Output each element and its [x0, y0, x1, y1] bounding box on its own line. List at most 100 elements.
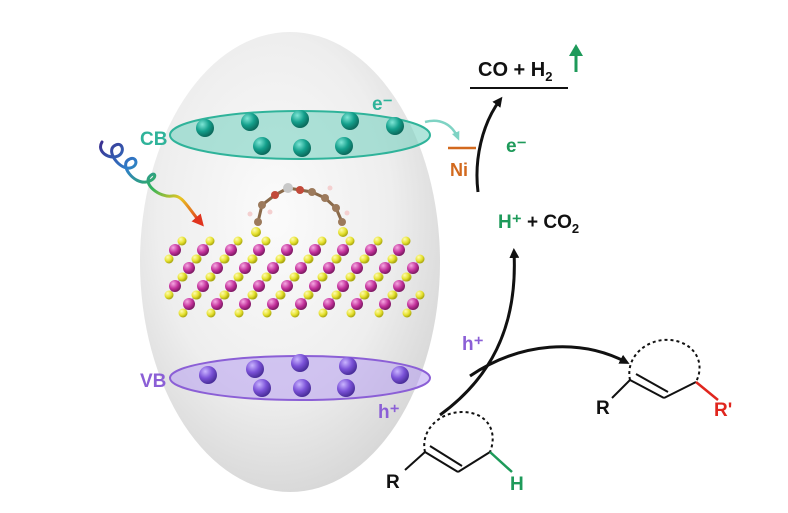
hole: [293, 379, 311, 397]
sulfur-atom: [247, 254, 257, 264]
sulfur-atom: [387, 254, 397, 264]
sulfur-atom: [275, 290, 285, 300]
cb-label: CB: [140, 129, 167, 150]
oxidation-arrow: [469, 345, 630, 378]
svg-text:CO + H2: CO + H2: [478, 59, 552, 84]
metal-atom: [183, 262, 195, 274]
reduction-arrow: [475, 96, 503, 193]
sulfur-atom: [359, 254, 369, 264]
metal-atom: [253, 244, 265, 256]
metal-atom: [281, 280, 293, 292]
sulfur-atom: [345, 272, 355, 282]
surface-molecule: [247, 183, 350, 237]
product-alkene: R R': [596, 338, 732, 421]
hole: [291, 354, 309, 372]
product-r: R: [596, 398, 610, 419]
electron: [293, 139, 311, 157]
metal-atom: [323, 262, 335, 274]
metal-atom: [169, 280, 181, 292]
sulfur-atom: [262, 308, 272, 318]
metal-atom: [323, 298, 335, 310]
sulfur-atom: [387, 290, 397, 300]
sulfur-atom: [317, 272, 327, 282]
metal-atom: [379, 298, 391, 310]
sulfur-atom: [275, 254, 285, 264]
sulfur-atom: [346, 308, 356, 318]
sulfur-atom: [261, 236, 271, 246]
electron: [335, 137, 353, 155]
sulfur-atom: [206, 308, 216, 318]
conduction-band: [169, 110, 431, 160]
sulfur-atom: [415, 290, 425, 300]
sulfur-atom: [318, 308, 328, 318]
sulfur-atom: [178, 308, 188, 318]
metal-atom: [197, 280, 209, 292]
electron: [241, 113, 259, 131]
sulfur-atom: [164, 254, 174, 264]
metal-atom: [267, 262, 279, 274]
sulfur-atom: [401, 272, 411, 282]
sulfur-atom: [373, 236, 383, 246]
sulfur-atom: [233, 236, 243, 246]
sulfur-atom: [219, 254, 229, 264]
vb-label: VB: [140, 371, 166, 392]
metal-atom: [379, 262, 391, 274]
light-wave-icon: [99, 140, 204, 227]
metal-atom: [407, 262, 419, 274]
electron-transfer-arrow: [424, 119, 460, 141]
metal-atom: [309, 244, 321, 256]
metal-atom: [295, 262, 307, 274]
sulfur-atom: [289, 272, 299, 282]
up-arrow-icon: [569, 44, 583, 72]
metal-atom: [337, 244, 349, 256]
metal-atom: [225, 280, 237, 292]
sulfur-atom: [303, 254, 313, 264]
sulfur-atom: [402, 308, 412, 318]
metal-atom: [295, 298, 307, 310]
hole: [199, 366, 217, 384]
crystal-lattice: [164, 236, 425, 318]
sulfur-atom: [415, 254, 425, 264]
metal-atom: [239, 262, 251, 274]
metal-atom: [211, 262, 223, 274]
h-co2-label: H⁺ + CO2: [498, 212, 579, 236]
metal-atom: [393, 244, 405, 256]
electron: [291, 110, 309, 128]
sulfur-atom: [247, 290, 257, 300]
sulfur-atom: [401, 236, 411, 246]
ni-label: Ni: [450, 160, 468, 180]
sulfur-atom: [331, 254, 341, 264]
metal-atom: [281, 244, 293, 256]
sulfur-atom: [289, 236, 299, 246]
metal-atom: [211, 298, 223, 310]
sulfur-atom: [331, 290, 341, 300]
electron-label-right: e⁻: [506, 136, 527, 157]
sulfur-atom: [205, 236, 215, 246]
metal-atom: [337, 280, 349, 292]
metal-atom: [365, 244, 377, 256]
metal-atom: [351, 262, 363, 274]
reactant-alkene: R H: [386, 410, 524, 495]
hole: [391, 366, 409, 384]
sulfur-atom: [345, 236, 355, 246]
reactant-r: R: [386, 472, 400, 493]
valence-band: [169, 354, 431, 401]
sulfur-atom: [219, 290, 229, 300]
metal-atom: [351, 298, 363, 310]
hole-to-proton-arrow: [439, 248, 520, 417]
electron: [196, 119, 214, 137]
sulfur-atom: [234, 308, 244, 318]
sulfur-atom: [317, 236, 327, 246]
metal-atom: [225, 244, 237, 256]
metal-atom: [309, 280, 321, 292]
sulfur-atom: [233, 272, 243, 282]
product-co-h2: CO + H2: [470, 59, 568, 89]
hole-label-bottom: h⁺: [378, 402, 400, 423]
hole: [253, 379, 271, 397]
product-r-prime: R': [714, 400, 732, 421]
metal-atom: [365, 280, 377, 292]
sulfur-atom: [177, 272, 187, 282]
sulfur-atom: [191, 290, 201, 300]
sulfur-atom: [373, 272, 383, 282]
metal-atom: [197, 244, 209, 256]
